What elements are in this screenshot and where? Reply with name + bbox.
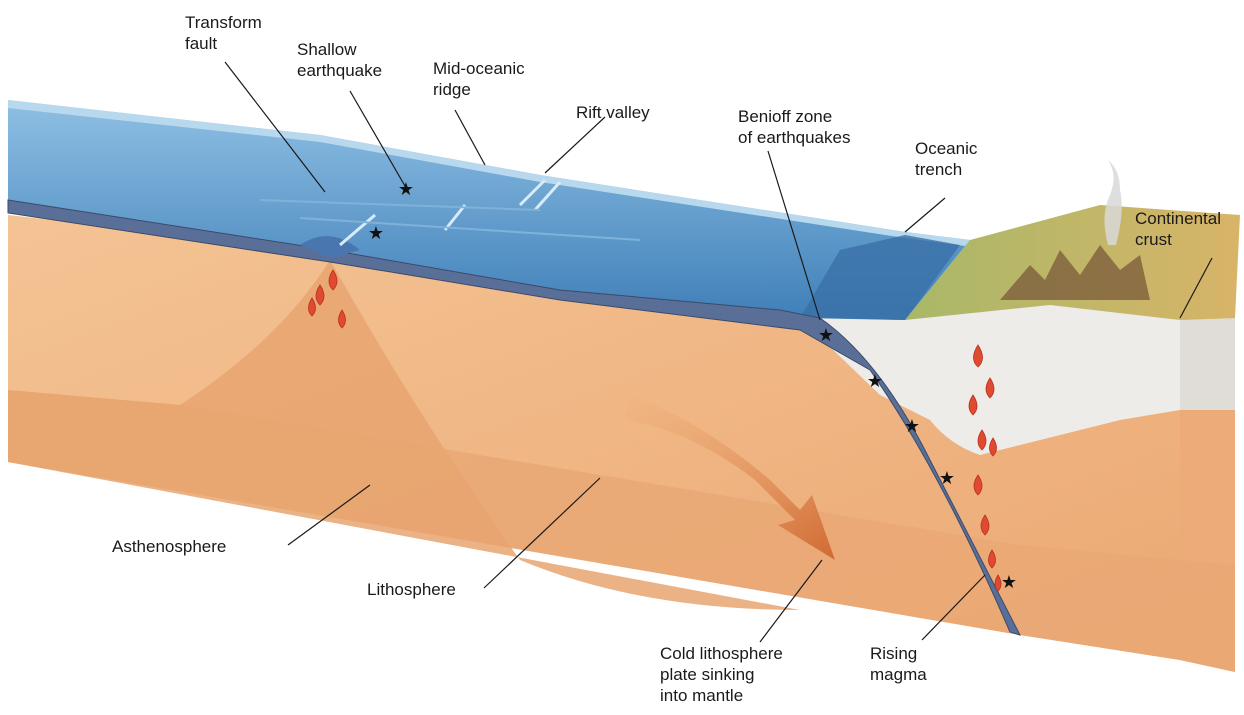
star-icon: ★	[867, 371, 883, 392]
leader-oceanic-trench	[905, 198, 945, 232]
label-benioff-zone-line: Benioff zone	[738, 106, 850, 127]
label-continental-crust-line: Continental	[1135, 208, 1221, 229]
label-asthenosphere-line: Asthenosphere	[112, 536, 226, 557]
label-continental-crust-line: crust	[1135, 229, 1221, 250]
label-benioff-zone-line: of earthquakes	[738, 127, 850, 148]
continental-crust-side-white	[1180, 318, 1235, 410]
label-cold-lithosphere-plate-line: plate sinking	[660, 664, 783, 685]
label-mid-oceanic-ridge-line: Mid-oceanic	[433, 58, 525, 79]
label-transform-fault: Transformfault	[185, 12, 262, 54]
label-rising-magma-line: Rising	[870, 643, 927, 664]
star-icon: ★	[939, 468, 955, 489]
star-icon: ★	[368, 223, 384, 244]
label-shallow-earthquake-line: earthquake	[297, 60, 382, 81]
label-shallow-earthquake: Shallowearthquake	[297, 39, 382, 81]
label-lithosphere-line: Lithosphere	[367, 579, 456, 600]
label-asthenosphere: Asthenosphere	[112, 536, 226, 557]
label-shallow-earthquake-line: Shallow	[297, 39, 382, 60]
star-icon: ★	[818, 325, 834, 346]
leader-mid-oceanic-ridge	[455, 110, 485, 165]
label-benioff-zone: Benioff zoneof earthquakes	[738, 106, 850, 148]
label-continental-crust: Continentalcrust	[1135, 208, 1221, 250]
label-oceanic-trench: Oceanictrench	[915, 138, 977, 180]
label-rift-valley-line: Rift valley	[576, 102, 650, 123]
label-cold-lithosphere-plate-line: Cold lithosphere	[660, 643, 783, 664]
leader-rift-valley	[545, 117, 605, 173]
label-cold-lithosphere-plate: Cold lithosphereplate sinkinginto mantle	[660, 643, 783, 706]
label-oceanic-trench-line: trench	[915, 159, 977, 180]
label-rising-magma: Risingmagma	[870, 643, 927, 685]
label-mid-oceanic-ridge: Mid-oceanicridge	[433, 58, 525, 100]
label-rift-valley: Rift valley	[576, 102, 650, 123]
label-rising-magma-line: magma	[870, 664, 927, 685]
label-lithosphere: Lithosphere	[367, 579, 456, 600]
star-icon: ★	[1001, 572, 1017, 593]
label-cold-lithosphere-plate-line: into mantle	[660, 685, 783, 706]
label-oceanic-trench-line: Oceanic	[915, 138, 977, 159]
star-icon: ★	[398, 179, 414, 200]
label-mid-oceanic-ridge-line: ridge	[433, 79, 525, 100]
star-icon: ★	[904, 416, 920, 437]
label-transform-fault-line: Transform	[185, 12, 262, 33]
label-transform-fault-line: fault	[185, 33, 262, 54]
